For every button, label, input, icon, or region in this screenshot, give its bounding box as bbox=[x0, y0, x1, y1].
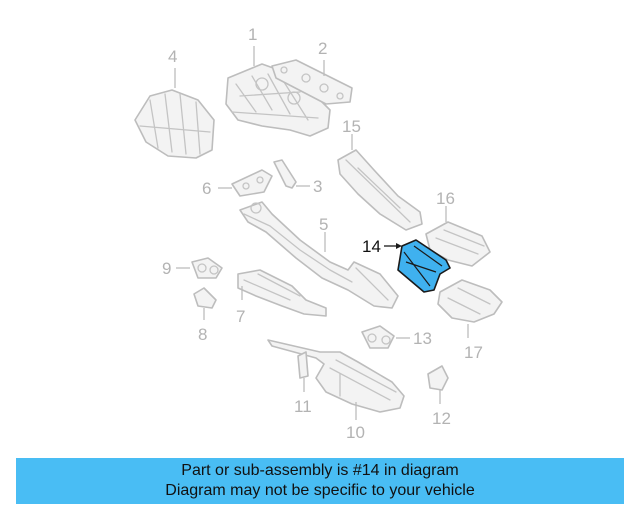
callout-9: 9 bbox=[162, 259, 171, 278]
callout-14: 14 bbox=[362, 237, 381, 256]
callout-11: 11 bbox=[294, 397, 312, 416]
callout-6: 6 bbox=[202, 179, 211, 198]
banner-line-1: Part or sub-assembly is #14 in diagram bbox=[181, 462, 459, 479]
callout-17: 17 bbox=[464, 343, 483, 362]
part-3-bracket[interactable] bbox=[273, 159, 297, 189]
callout-16: 16 bbox=[436, 189, 455, 208]
callout-8: 8 bbox=[198, 325, 207, 344]
part-9-hanger[interactable] bbox=[191, 257, 223, 279]
part-8-bracket[interactable] bbox=[193, 287, 217, 309]
callout-3: 3 bbox=[313, 177, 322, 196]
part-7-center-pipe[interactable] bbox=[237, 269, 327, 317]
callout-1: 1 bbox=[248, 25, 257, 44]
callout-4: 4 bbox=[168, 47, 177, 66]
part-5-front-pipe[interactable] bbox=[239, 201, 399, 309]
callout-5: 5 bbox=[319, 215, 328, 234]
part-10-muffler[interactable] bbox=[267, 339, 405, 413]
banner-line-2: Diagram may not be specific to your vehi… bbox=[165, 482, 475, 499]
part-2-gasket[interactable] bbox=[271, 59, 353, 105]
callout-7: 7 bbox=[236, 307, 245, 326]
callout-15: 15 bbox=[342, 117, 361, 136]
part-13-hanger[interactable] bbox=[361, 325, 395, 349]
part-14-heat-shield-highlighted[interactable] bbox=[397, 239, 451, 293]
part-12-bracket[interactable] bbox=[427, 365, 449, 391]
callout-10: 10 bbox=[346, 423, 365, 442]
info-banner: Part or sub-assembly is #14 in diagram D… bbox=[16, 458, 624, 504]
part-11-hanger-bolt[interactable] bbox=[297, 351, 309, 379]
part-16-heat-shield[interactable] bbox=[425, 221, 491, 267]
part-6-gasket[interactable] bbox=[231, 169, 273, 197]
part-17-bracket[interactable] bbox=[437, 279, 503, 323]
part-4-heat-shield[interactable] bbox=[134, 89, 215, 159]
exhaust-parts-diagram: 4 1 2 6 3 5 15 bbox=[134, 25, 503, 442]
part-15-heat-shield[interactable] bbox=[337, 149, 423, 231]
callout-13: 13 bbox=[413, 329, 432, 348]
callout-12: 12 bbox=[432, 409, 451, 428]
callout-2: 2 bbox=[318, 39, 327, 58]
